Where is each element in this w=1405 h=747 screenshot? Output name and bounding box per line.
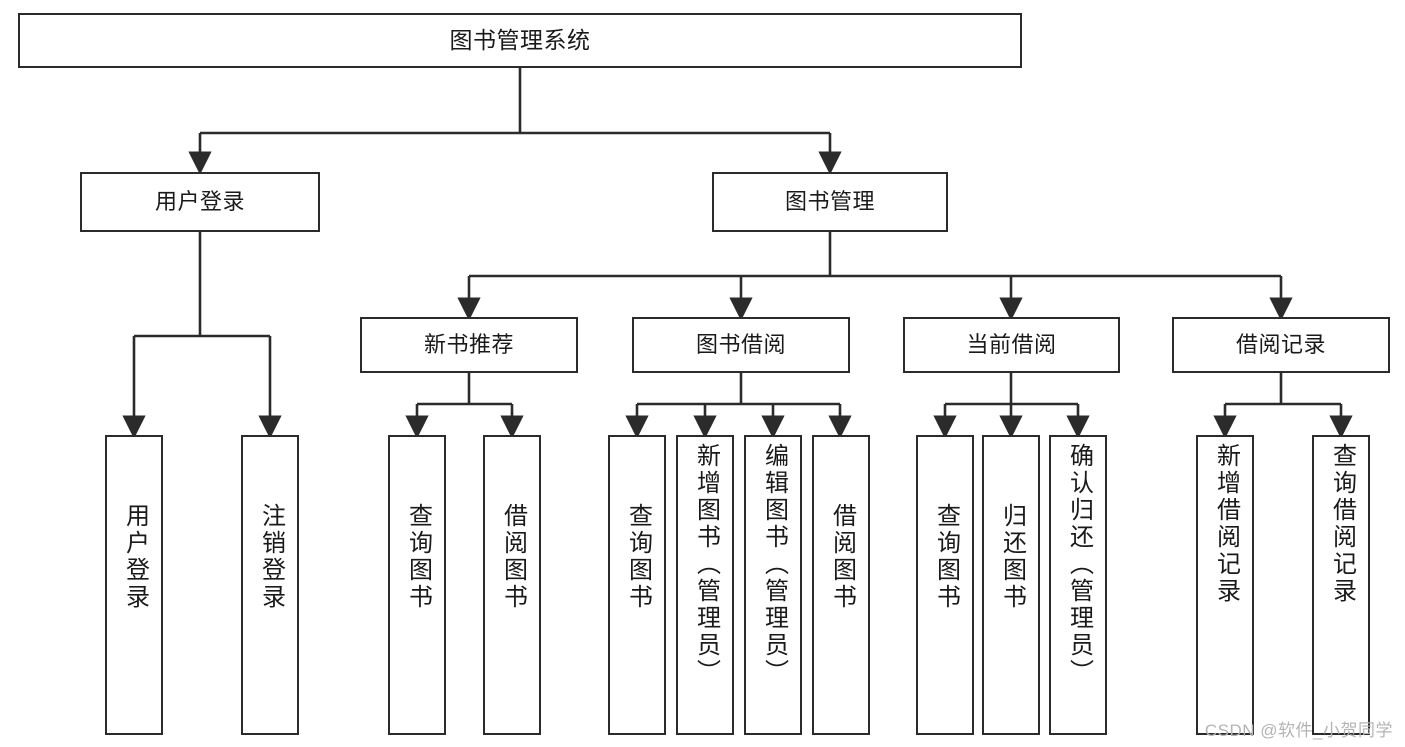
- node-label: 借阅图书: [499, 503, 527, 611]
- leaf-query-borrow-record[interactable]: 查询借阅记录: [1312, 435, 1370, 735]
- node-new-book-recommend[interactable]: 新书推荐: [360, 317, 578, 373]
- leaf-borrow-book-1[interactable]: 借阅图书: [483, 435, 541, 735]
- node-label: 新增借阅记录: [1212, 443, 1240, 605]
- node-label: 用户登录: [154, 189, 245, 215]
- node-label: 确认归还（管理员）: [1065, 443, 1093, 686]
- leaf-confirm-return-admin[interactable]: 确认归还（管理员）: [1049, 435, 1107, 735]
- node-borrow-record[interactable]: 借阅记录: [1172, 317, 1390, 373]
- node-book-borrow[interactable]: 图书借阅: [632, 317, 850, 373]
- node-label: 注销登录: [257, 503, 285, 611]
- node-label: 用户登录: [121, 503, 149, 611]
- leaf-logout[interactable]: 注销登录: [241, 435, 299, 735]
- node-label: 当前借阅: [966, 332, 1057, 358]
- node-root-system[interactable]: 图书管理系统: [18, 13, 1022, 68]
- node-current-borrow[interactable]: 当前借阅: [903, 317, 1120, 373]
- node-label: 图书管理: [784, 189, 875, 215]
- leaf-query-book-1[interactable]: 查询图书: [388, 435, 446, 735]
- node-user-login[interactable]: 用户登录: [80, 172, 320, 232]
- node-label: 查询图书: [404, 503, 432, 611]
- leaf-add-borrow-record[interactable]: 新增借阅记录: [1196, 435, 1254, 735]
- leaf-return-book[interactable]: 归还图书: [982, 435, 1040, 735]
- leaf-query-book-3[interactable]: 查询图书: [916, 435, 974, 735]
- leaf-user-login[interactable]: 用户登录: [105, 435, 163, 735]
- node-label: 新增图书（管理员）: [692, 443, 720, 686]
- leaf-add-book-admin[interactable]: 新增图书（管理员）: [676, 435, 734, 735]
- node-label: 查询借阅记录: [1328, 443, 1356, 605]
- node-label: 编辑图书（管理员）: [760, 443, 788, 686]
- node-label: 图书管理系统: [449, 26, 591, 53]
- node-label: 新书推荐: [423, 332, 514, 358]
- node-label: 借阅图书: [828, 503, 856, 611]
- leaf-query-book-2[interactable]: 查询图书: [608, 435, 666, 735]
- node-label: 查询图书: [932, 503, 960, 611]
- watermark-text: CSDN @软件_小贺同学: [1204, 721, 1393, 740]
- node-label: 查询图书: [624, 503, 652, 611]
- leaf-borrow-book-2[interactable]: 借阅图书: [812, 435, 870, 735]
- node-book-manage[interactable]: 图书管理: [712, 172, 948, 232]
- node-label: 借阅记录: [1235, 332, 1326, 358]
- node-label: 图书借阅: [695, 332, 786, 358]
- leaf-edit-book-admin[interactable]: 编辑图书（管理员）: [744, 435, 802, 735]
- node-label: 归还图书: [998, 503, 1026, 611]
